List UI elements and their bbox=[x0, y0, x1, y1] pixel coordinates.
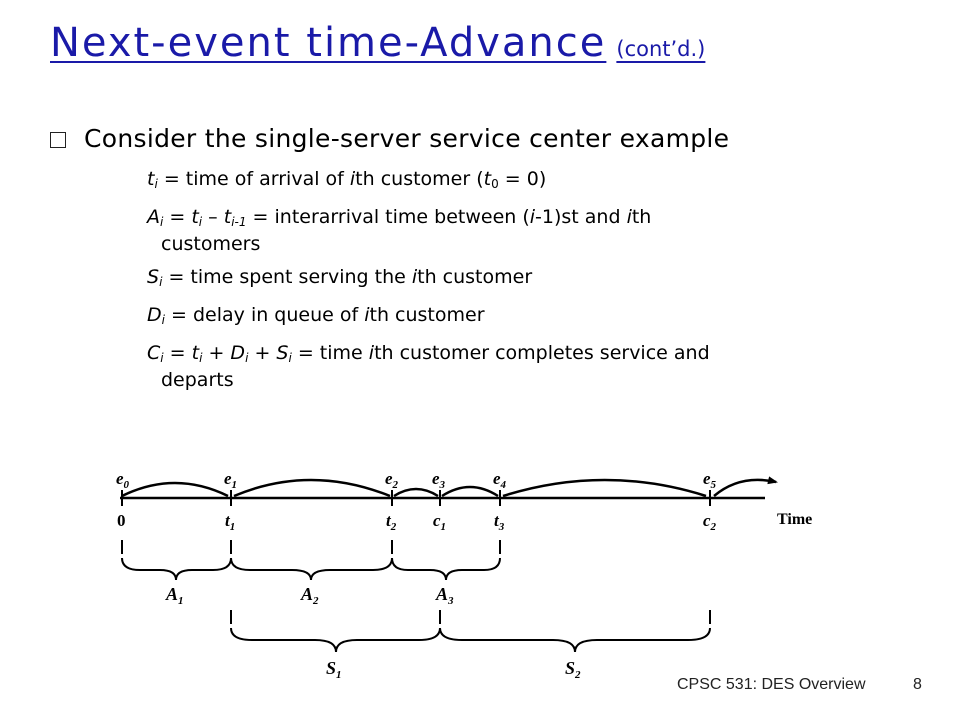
subscript: i bbox=[159, 275, 163, 289]
title-sub: (cont’d.) bbox=[616, 37, 706, 61]
axis-label-c2: c2 bbox=[703, 511, 717, 533]
symbol: i bbox=[411, 266, 418, 288]
symbol: t bbox=[483, 168, 492, 190]
symbol: t bbox=[223, 206, 232, 228]
event-arc bbox=[233, 478, 391, 498]
definitions-list: ti = time of arrival of ith customer (t0… bbox=[147, 168, 867, 402]
symbol: i bbox=[529, 206, 536, 228]
symbol: t bbox=[147, 168, 155, 190]
def-continuation: departs bbox=[161, 369, 234, 391]
def-text: th bbox=[631, 206, 652, 228]
def-text: – bbox=[202, 206, 224, 228]
brace-label-s2: S2 bbox=[565, 658, 581, 681]
symbol: i bbox=[368, 342, 375, 364]
title-link[interactable]: Next-event time-Advance (cont’d.) bbox=[50, 20, 705, 66]
def-text: th customer completes service and bbox=[374, 342, 710, 364]
def-text: th customer bbox=[369, 304, 485, 326]
brace-label-a1: A1 bbox=[165, 584, 184, 607]
symbol: i bbox=[364, 304, 370, 326]
axis-label-t3: t3 bbox=[494, 511, 505, 533]
def-text: + bbox=[202, 342, 231, 364]
slide-title: Next-event time-Advance (cont’d.) bbox=[50, 20, 705, 66]
title-main: Next-event time-Advance bbox=[50, 20, 607, 66]
footer-page-number: 8 bbox=[913, 676, 922, 693]
event-label-e2: e2 bbox=[385, 469, 399, 491]
subscript: i bbox=[198, 215, 203, 229]
def-text: = 0) bbox=[498, 168, 547, 190]
brace-a1 bbox=[121, 557, 232, 581]
axis-label-t2: t2 bbox=[386, 511, 397, 533]
subscript: i bbox=[199, 351, 203, 365]
definition-t: ti = time of arrival of ith customer (t0… bbox=[147, 168, 867, 195]
def-text: = interarrival time between ( bbox=[246, 206, 530, 228]
def-text: = bbox=[163, 342, 192, 364]
symbol: D bbox=[147, 304, 162, 326]
brace-label-a3: A3 bbox=[435, 584, 454, 607]
symbol: i bbox=[626, 206, 632, 228]
def-continuation: customers bbox=[161, 233, 261, 255]
def-text: th customer bbox=[417, 266, 533, 288]
symbol: D bbox=[230, 342, 246, 364]
subscript: i bbox=[160, 215, 164, 229]
brace-label-a2: A2 bbox=[300, 584, 319, 607]
def-text: = time spent serving the bbox=[162, 266, 412, 288]
symbol: S bbox=[276, 342, 289, 364]
bullet-text: Consider the single-server service cente… bbox=[84, 124, 730, 153]
def-text: -1)st and bbox=[535, 206, 627, 228]
def-text: = delay in queue of bbox=[164, 304, 365, 326]
symbol: C bbox=[147, 342, 161, 364]
axis-label-t1: t1 bbox=[225, 511, 235, 533]
event-arc-arrow bbox=[713, 476, 778, 497]
time-label: Time bbox=[777, 511, 812, 528]
brace-a3 bbox=[391, 557, 501, 581]
subscript: 0 bbox=[491, 177, 499, 191]
event-arc bbox=[502, 478, 707, 498]
event-arc bbox=[121, 481, 229, 498]
brace-s2 bbox=[439, 627, 711, 653]
definition-s: Si = time spent serving the ith customer bbox=[147, 266, 867, 293]
subscript: i bbox=[154, 177, 158, 191]
subscript: i-1 bbox=[231, 215, 247, 229]
symbol: t bbox=[191, 342, 200, 364]
subscript: i bbox=[160, 351, 164, 365]
definition-c: Ci = ti + Di + Si = time ith customer co… bbox=[147, 342, 867, 391]
def-text: = time of arrival of bbox=[157, 168, 350, 190]
symbol: S bbox=[147, 266, 160, 288]
definition-d: Di = delay in queue of ith customer bbox=[147, 304, 867, 331]
symbol: A bbox=[147, 206, 160, 228]
subscript: i bbox=[245, 351, 249, 365]
brace-s1 bbox=[230, 627, 441, 653]
def-text: th customer ( bbox=[355, 168, 484, 190]
event-label-e5: e5 bbox=[703, 469, 717, 491]
event-label-e0: e0 bbox=[116, 469, 130, 491]
definition-a: Ai = ti – ti-1 = interarrival time betwe… bbox=[147, 206, 867, 255]
square-bullet-icon bbox=[50, 132, 66, 148]
brace-label-s1: S1 bbox=[326, 658, 342, 681]
event-label-e4: e4 bbox=[493, 469, 507, 491]
symbol: t bbox=[191, 206, 199, 228]
axis-label-0: 0 bbox=[117, 511, 126, 530]
event-arc bbox=[393, 487, 439, 498]
subscript: i bbox=[288, 351, 292, 365]
event-arc bbox=[441, 485, 499, 498]
axis-label-c1: c1 bbox=[433, 511, 446, 533]
footer-course: CPSC 531: DES Overview bbox=[677, 676, 866, 693]
event-label-e1: e1 bbox=[224, 469, 237, 491]
def-text: + bbox=[248, 342, 277, 364]
bullet-item: Consider the single-server service cente… bbox=[50, 124, 729, 153]
def-text: = time bbox=[291, 342, 369, 364]
subscript: i bbox=[161, 313, 165, 327]
brace-a2 bbox=[230, 557, 393, 581]
event-timeline-diagram: Time e0 e1 e2 e3 e4 e5 0 t1 t2 c1 t bbox=[116, 469, 812, 681]
event-label-e3: e3 bbox=[432, 469, 446, 491]
def-text: = bbox=[163, 206, 192, 228]
symbol: i bbox=[349, 168, 356, 190]
